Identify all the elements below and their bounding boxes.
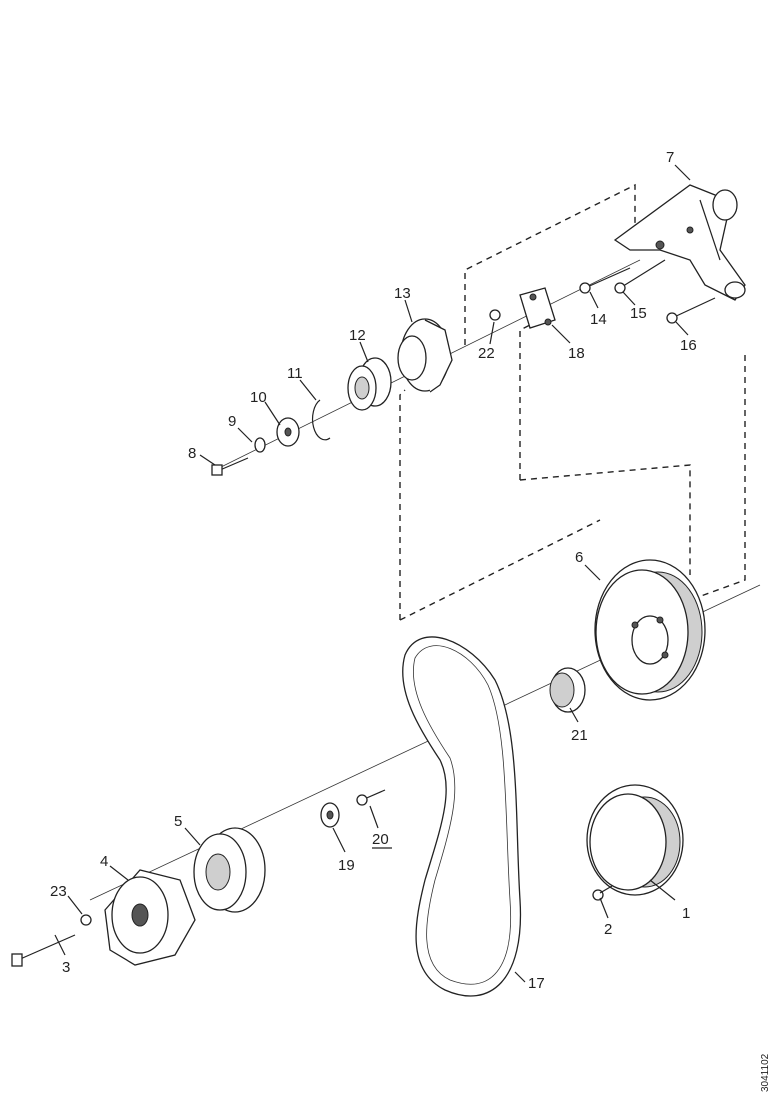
bearing-part-12 (347, 357, 392, 411)
label-part-19: 19 (338, 857, 355, 874)
tensioner-part-4 (104, 869, 196, 966)
washer-part-19 (320, 802, 340, 828)
label-part-1: 1 (682, 905, 690, 922)
bolt-part-14 (579, 267, 631, 294)
label-part-16: 16 (680, 337, 697, 354)
label-part-17: 17 (528, 975, 545, 992)
leader-lines (54, 164, 691, 983)
label-part-21: 21 (571, 727, 588, 744)
label-part-18: 18 (568, 345, 585, 362)
label-part-6: 6 (575, 549, 583, 566)
guide-dashed-2 (399, 519, 601, 621)
circlip-part-11 (311, 399, 331, 441)
label-part-13: 13 (394, 285, 411, 302)
belt-part-17 (402, 636, 522, 997)
guide-dashed-4 (519, 319, 541, 480)
label-part-22: 22 (478, 345, 495, 362)
bolt-part-8 (211, 457, 249, 476)
label-part-20: 20 (372, 831, 389, 848)
label-part-12: 12 (349, 327, 366, 344)
bolt-part-16 (666, 297, 716, 324)
guide-dashed-3 (464, 183, 636, 345)
washer-part-10 (276, 417, 300, 447)
label-part-8: 8 (188, 445, 196, 462)
tensioner-housing-part-13 (397, 318, 453, 393)
plate-part-18 (519, 287, 556, 329)
guide-dashed-5 (519, 464, 691, 575)
label-part-4: 4 (100, 853, 108, 870)
label-part-3: 3 (62, 959, 70, 976)
pulley-part-1 (586, 784, 684, 896)
bolt-part-20 (356, 789, 386, 806)
label-part-5: 5 (174, 813, 182, 830)
label-part-23: 23 (50, 883, 67, 900)
label-part-10: 10 (250, 389, 267, 406)
label-part-15: 15 (630, 305, 647, 322)
pulley-hub-part-5 (193, 827, 266, 913)
nut-part-22 (489, 309, 501, 321)
bracket-part-7 (613, 184, 746, 301)
label-part-14: 14 (590, 311, 607, 328)
label-part-9: 9 (228, 413, 236, 430)
pulley-part-6 (594, 559, 706, 701)
bolt-part-3 (11, 934, 76, 967)
bolt-part-2 (592, 885, 613, 901)
guide-dashed-6 (689, 355, 746, 601)
drawing-code: 3041102 (760, 1053, 771, 1092)
label-part-2: 2 (604, 921, 612, 938)
bolt-part-15 (614, 259, 666, 294)
idler-part-21 (549, 667, 586, 713)
label-part-7: 7 (666, 149, 674, 166)
label-part-11: 11 (287, 365, 303, 382)
washer-part-23 (80, 914, 92, 926)
washer-part-9 (254, 437, 266, 453)
guide-dashed-1 (399, 389, 406, 620)
